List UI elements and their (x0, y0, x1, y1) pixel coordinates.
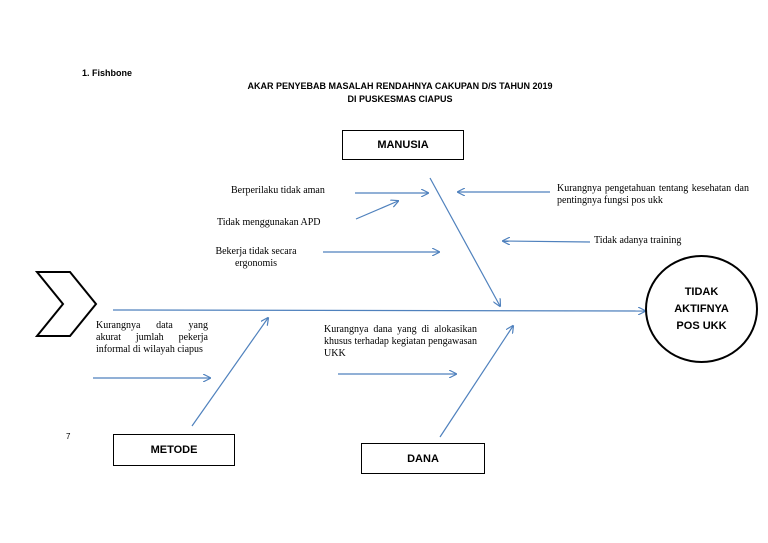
effect-line3: POS UKK (676, 319, 727, 332)
effect-line2: AKTIFNYA (674, 302, 729, 315)
effect-line1: TIDAK (684, 285, 719, 298)
dana-bone-arrow (439, 326, 513, 438)
manusia-bone-arrow (429, 177, 500, 306)
cause-arrow-apd (355, 201, 398, 220)
diagram-title-line1: AKAR PENYEBAB MASALAH RENDAHNYA CAKUPAN … (247, 81, 553, 91)
cause-pengetahuan: Kurangnya pengetahuan tentang kesehatan … (557, 183, 749, 206)
cause-arrow-training (503, 241, 591, 242)
effect-circle: TIDAK AKTIFNYA POS UKK (645, 255, 758, 363)
category-box-dana: DANA (361, 443, 485, 474)
cause-dana: Kurangnya dana yang di alokasikan khusus… (324, 324, 477, 359)
diagram-title-line2: DI PUSKESMAS CIAPUS (347, 94, 453, 104)
metode-bone-arrow (191, 318, 268, 427)
main-spine-arrow (112, 310, 645, 311)
cause-training: Tidak adanya training (594, 235, 682, 246)
diagram-title: AKAR PENYEBAB MASALAH RENDAHNYA CAKUPAN … (200, 80, 600, 106)
section-heading: 1. Fishbone (82, 68, 133, 78)
category-box-metode: METODE (113, 434, 235, 466)
page-number: 7 (66, 432, 71, 441)
cause-apd: Tidak menggunakan APD (217, 217, 321, 228)
cause-data-pekerja: Kurangnya data yang akurat jumlah pekerj… (96, 320, 208, 355)
fish-tail-chevron (34, 271, 98, 337)
cause-ergonomis: Bekerja tidak secara ergonomis (215, 246, 297, 269)
cause-perilaku: Berperilaku tidak aman (231, 185, 325, 196)
category-box-manusia: MANUSIA (342, 130, 464, 160)
